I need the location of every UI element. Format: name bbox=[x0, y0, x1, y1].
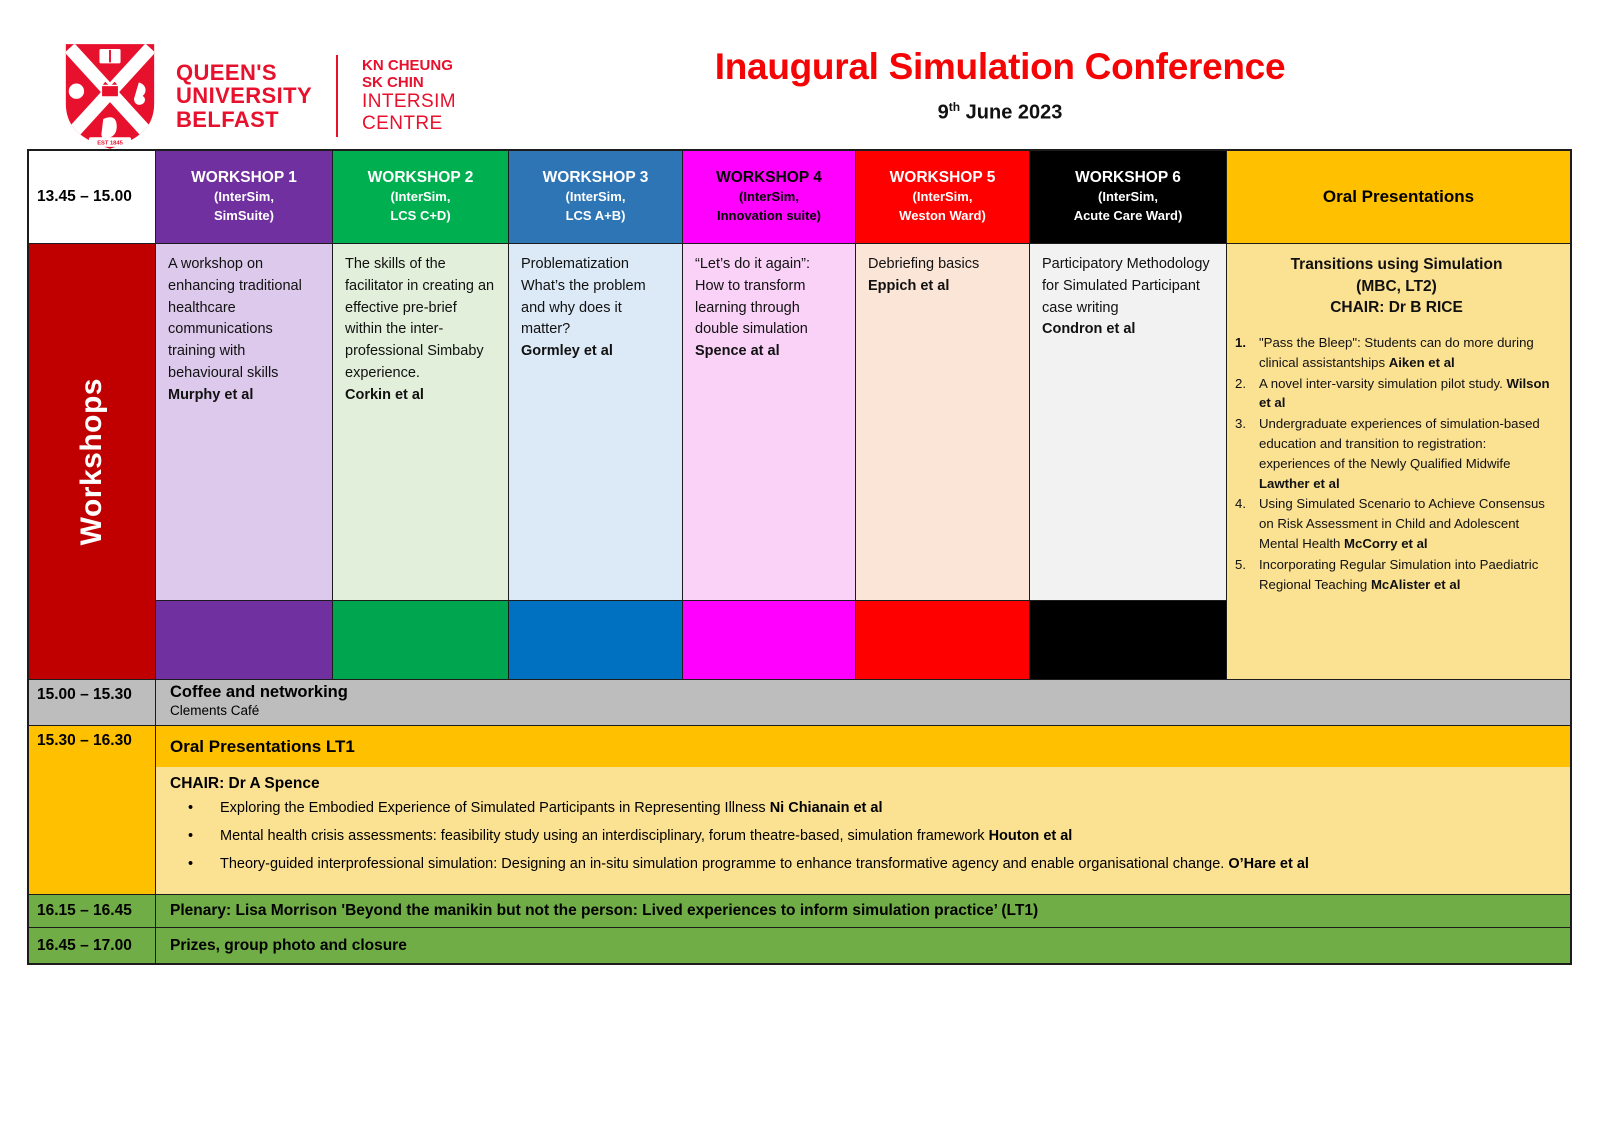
workshop-4-authors: Spence at al bbox=[695, 343, 780, 359]
oral-presentation-list: 1. "Pass the Bleep": Students can do mor… bbox=[1235, 333, 1558, 594]
workshop-5-authors: Eppich et al bbox=[868, 277, 950, 294]
coffee-location: Clements Café bbox=[170, 703, 260, 718]
list-item: 3. Undergraduate experiences of simulati… bbox=[1235, 416, 1540, 491]
list-item: • Theory-guided interprofessional simula… bbox=[170, 854, 1556, 875]
workshop-3-color-strip bbox=[509, 601, 682, 679]
workshop-5-description: Debriefing basics Eppich et al bbox=[856, 244, 1029, 600]
page-title: Inaugural Simulation Conference bbox=[714, 46, 1286, 87]
list-item: • Mental health crisis assessments: feas… bbox=[170, 826, 1556, 847]
workshop-6-header: WORKSHOP 6 (InterSim, Acute Care Ward) bbox=[1030, 151, 1226, 243]
workshop-5-color-strip bbox=[856, 601, 1029, 679]
list-item: 2. A novel inter-varsity simulation pilo… bbox=[1235, 375, 1550, 411]
time-cell-workshops: 13.45 – 15.00 bbox=[29, 151, 155, 243]
plenary-text: Plenary: Lisa Morrison 'Beyond the manik… bbox=[170, 902, 1039, 919]
oral-presentations-header: Oral Presentations bbox=[1227, 151, 1570, 243]
workshop-3-description: Problematization What’s the problem and … bbox=[509, 244, 682, 600]
plenary-row: Plenary: Lisa Morrison 'Beyond the manik… bbox=[156, 895, 1570, 927]
oral-presentations-body: Transitions using Simulation (MBC, LT2) … bbox=[1227, 244, 1570, 679]
closure-text: Prizes, group photo and closure bbox=[170, 936, 407, 954]
workshop-6-color-strip bbox=[1030, 601, 1226, 679]
workshop-2-authors: Corkin et al bbox=[345, 386, 424, 403]
oral-lt1-chair: CHAIR: Dr A Spence bbox=[170, 775, 320, 792]
time-cell-coffee: 15.00 – 15.30 bbox=[29, 680, 155, 725]
intersim-centre-wordmark: KN CHEUNG SK CHIN INTERSIM CENTRE bbox=[362, 56, 457, 135]
workshop-6-description: Participatory Methodology for Simulated … bbox=[1030, 244, 1226, 600]
time-cell-plenary: 16.15 – 16.45 bbox=[29, 895, 155, 927]
workshop-2-description: The skills of the facilitator in creatin… bbox=[333, 244, 508, 600]
time-cell-oral-lt1: 15.30 – 16.30 bbox=[29, 726, 155, 894]
bullet-icon: • bbox=[188, 856, 194, 873]
workshop-1-description: A workshop on enhancing traditional heal… bbox=[156, 244, 332, 600]
workshop-5-header: WORKSHOP 5 (InterSim, Weston Ward) bbox=[856, 151, 1029, 243]
workshop-3-header: WORKSHOP 3 (InterSim, LCS A+B) bbox=[509, 151, 682, 243]
qub-logo: EST 1845 QUEEN'S UNIVERSITY BELFAST KN C… bbox=[62, 40, 456, 152]
list-item: 1. "Pass the Bleep": Students can do mor… bbox=[1235, 335, 1534, 370]
coffee-row: Coffee and networking Clements Café bbox=[156, 680, 1570, 725]
list-item: 4. Using Simulated Scenario to Achieve C… bbox=[1235, 496, 1545, 552]
workshops-side-label: Workshops bbox=[75, 377, 108, 546]
workshop-2-color-strip bbox=[333, 601, 508, 679]
university-wordmark: QUEEN'S UNIVERSITY BELFAST bbox=[176, 60, 313, 132]
conference-date: 9th June 2023 bbox=[937, 100, 1063, 124]
workshop-2-header: WORKSHOP 2 (InterSim, LCS C+D) bbox=[333, 151, 508, 243]
oral-lt1-row: Oral Presentations LT1 CHAIR: Dr A Spenc… bbox=[156, 726, 1570, 894]
workshop-1-header: WORKSHOP 1 (InterSim, SimSuite) bbox=[156, 151, 332, 243]
est-banner-text: EST 1845 bbox=[97, 140, 123, 146]
workshop-6-authors: Condron et al bbox=[1042, 321, 1136, 338]
qub-shield-icon: EST 1845 bbox=[65, 44, 155, 149]
workshop-4-header: WORKSHOP 4 (InterSim, Innovation suite) bbox=[683, 151, 855, 243]
workshop-1-color-strip bbox=[156, 601, 332, 679]
coffee-title: Coffee and networking bbox=[170, 683, 348, 701]
oral-session-title: Transitions using Simulation (MBC, LT2) … bbox=[1290, 256, 1503, 317]
workshop-1-authors: Murphy et al bbox=[168, 386, 254, 403]
closure-row: Prizes, group photo and closure bbox=[156, 928, 1570, 963]
oral-lt1-title: Oral Presentations LT1 bbox=[156, 726, 1570, 767]
bullet-icon: • bbox=[188, 800, 194, 816]
workshop-3-authors: Gormley et al bbox=[521, 343, 613, 359]
time-cell-closure: 16.45 – 17.00 bbox=[29, 928, 155, 963]
list-item: 5. Incorporating Regular Simulation into… bbox=[1235, 556, 1539, 592]
bullet-icon: • bbox=[188, 828, 194, 845]
logo-divider bbox=[336, 55, 339, 137]
workshop-4-color-strip bbox=[683, 601, 855, 679]
oral-lt1-body: CHAIR: Dr A Spence • Exploring the Embod… bbox=[156, 767, 1570, 894]
workshops-side-banner: Workshops bbox=[29, 244, 155, 679]
workshop-4-description: “Let’s do it again”: How to transform le… bbox=[683, 244, 855, 600]
schedule-table: 13.45 – 15.00 WORKSHOP 1 (InterSim, SimS… bbox=[27, 149, 1572, 965]
title-block: Inaugural Simulation Conference 9th June… bbox=[600, 46, 1400, 125]
list-item: • Exploring the Embodied Experience of S… bbox=[170, 798, 1556, 819]
